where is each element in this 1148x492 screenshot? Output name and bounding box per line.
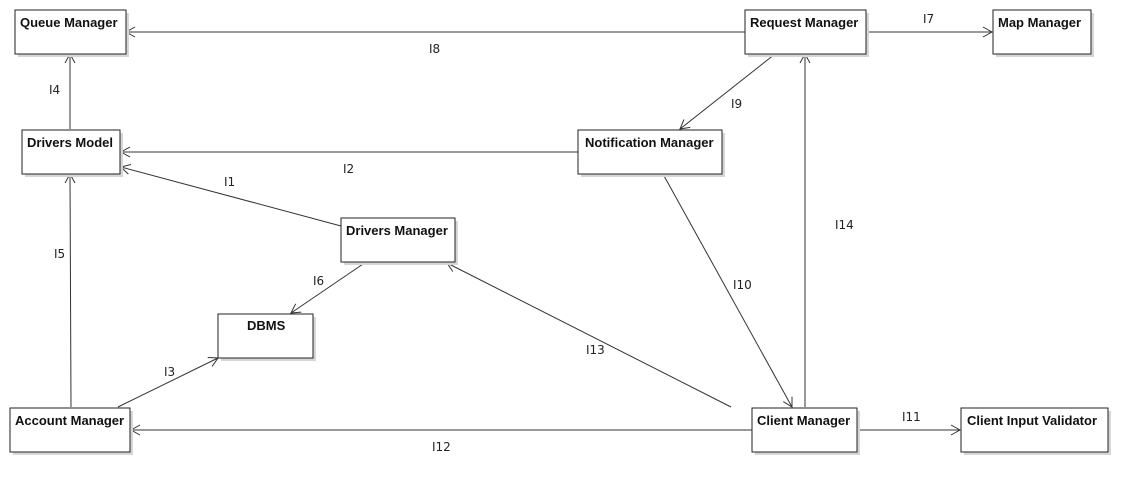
component-client-manager: Client Manager [751, 407, 860, 455]
edge-label-i4: I4 [49, 83, 60, 97]
edge-label-i3: I3 [164, 365, 175, 379]
edge-label-i7: I7 [923, 12, 934, 26]
edge-i3 [117, 356, 219, 408]
edge-label-i9: I9 [731, 97, 742, 111]
edge-labels: I1 I2 I3 I4 I5 I6 I7 I8 I9 I10 I11 I12 I… [49, 12, 934, 454]
component-label: Request Manager [750, 15, 858, 30]
component-label: DBMS [247, 318, 286, 333]
component-drivers-model: Drivers Model [21, 129, 123, 177]
edge-label-i6: I6 [313, 274, 324, 288]
component-drivers-manager: Drivers Manager [340, 217, 458, 265]
component-request-manager: Request Manager [744, 9, 869, 57]
component-label: Notification Manager [585, 135, 714, 150]
edge-label-i11: I11 [902, 410, 921, 424]
component-label: Client Input Validator [967, 413, 1097, 428]
component-client-input-validator: Client Input Validator [960, 407, 1111, 455]
edge-i10 [662, 173, 793, 408]
edges [64, 26, 994, 436]
component-label: Map Manager [998, 15, 1081, 30]
component-account-manager: Account Manager [9, 407, 133, 455]
edge-i9 [679, 53, 776, 130]
component-label: Client Manager [757, 413, 850, 428]
edge-label-i8: I8 [429, 42, 440, 56]
edge-label-i14: I14 [835, 218, 854, 232]
edge-label-i1: I1 [224, 175, 235, 189]
edge-label-i12: I12 [432, 440, 451, 454]
edge-label-i13: I13 [586, 343, 605, 357]
edge-i13 [446, 262, 732, 408]
edge-i5 [64, 172, 76, 408]
edge-i1 [120, 164, 342, 227]
component-notification-manager: Notification Manager [577, 129, 725, 177]
component-label: Account Manager [15, 413, 124, 428]
component-queue-manager: Queue Manager [14, 9, 129, 57]
component-label: Drivers Model [27, 135, 113, 150]
edge-label-i5: I5 [54, 247, 65, 261]
component-dbms: DBMS [217, 313, 316, 361]
component-map-manager: Map Manager [992, 9, 1094, 57]
edge-label-i10: I10 [733, 278, 752, 292]
component-label: Drivers Manager [346, 223, 448, 238]
component-label: Queue Manager [20, 15, 118, 30]
edge-i6 [290, 261, 367, 314]
edge-label-i2: I2 [343, 162, 354, 176]
